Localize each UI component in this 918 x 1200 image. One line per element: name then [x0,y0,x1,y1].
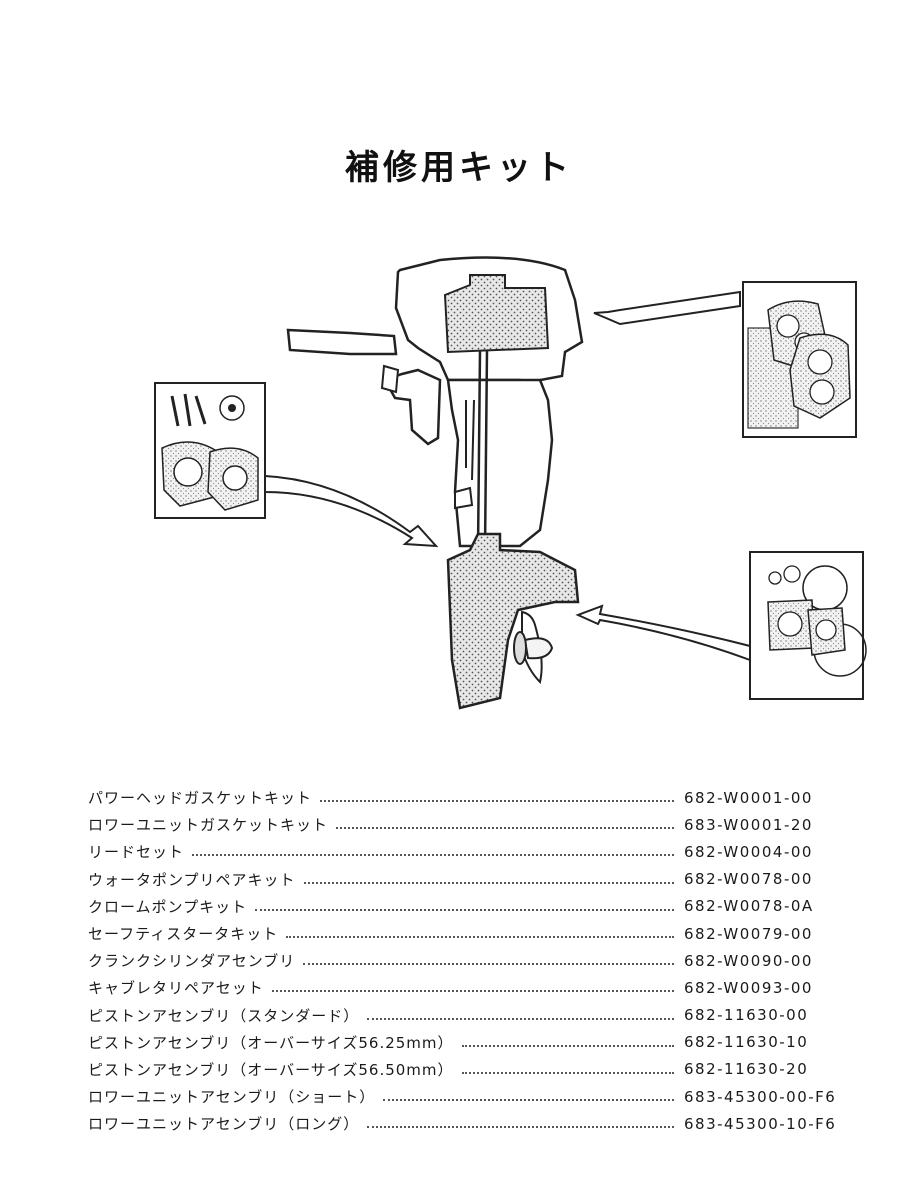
kit-name: リードセット [88,841,191,863]
outboard-motor-diagram [154,256,867,710]
kit-name: ピストンアセンブリ（オーバーサイズ56.50mm） [88,1058,460,1080]
powerhead-gasket-thumbnail [742,281,857,438]
page-title: 補修用キット [345,148,573,188]
kit-row: ピストンアセンブリ（スタンダード） 682-11630-00 [88,1002,868,1029]
kit-part-number: 682-W0078-0A [684,897,814,916]
kit-name: ロワーユニットアセンブリ（ショート） [88,1086,382,1108]
leader-dots [271,989,674,993]
kit-row: ピストンアセンブリ（オーバーサイズ56.50mm） 682-11630-20 [88,1056,868,1083]
kit-row: ロワーユニットアセンブリ（ショート） 683-45300-00-F6 [88,1083,868,1110]
leader-dots [367,1125,674,1129]
leader-dots [383,1098,674,1102]
kit-part-number: 683-W0001-20 [684,815,813,834]
kit-name: セーフティスタータキット [88,923,285,945]
kit-part-number: 682-W0093-00 [684,978,813,997]
kit-name: パワーヘッドガスケットキット [88,787,319,809]
kit-row: ピストンアセンブリ（オーバーサイズ56.25mm） 682-11630-10 [88,1029,868,1056]
kit-name: クロームポンプキット [88,895,254,917]
kit-part-number: 683-45300-00-F6 [684,1087,837,1106]
leader-dots [461,1044,674,1047]
kit-name: ロワーユニットアセンブリ（ロング） [88,1113,366,1135]
kit-part-number: 682-11630-00 [684,1006,809,1025]
leader-dots [286,935,674,939]
leader-dots [461,1071,674,1074]
kit-row: ウォータポンプリペアキット 682-W0078-00 [88,866,868,893]
lower-unit-block [446,532,580,710]
kit-name: ピストンアセンブリ（オーバーサイズ56.25mm） [88,1031,460,1053]
leader-dots [303,881,674,884]
leader-dots [367,1017,674,1020]
kit-name: ウォータポンプリペアキット [88,868,302,890]
leader-dots [192,853,674,857]
kit-part-number: 682-W0090-00 [684,951,813,970]
kit-row: クロームポンプキット 682-W0078-0A [88,893,868,920]
kit-name: ピストンアセンブリ（スタンダード） [88,1004,366,1026]
kit-row: パワーヘッドガスケットキット 682-W0001-00 [88,784,868,811]
pointer-arrows [264,290,751,662]
kit-part-number: 682-11630-20 [684,1060,809,1079]
kit-row: ロワーユニットガスケットキット 683-W0001-20 [88,811,868,838]
propeller [513,610,554,684]
leader-dots [303,962,674,966]
kit-row: セーフティスタータキット 682-W0079-00 [88,920,868,947]
kit-row: リードセット 682-W0004-00 [88,838,868,865]
kit-name: ロワーユニットガスケットキット [88,814,335,836]
leader-dots [336,826,674,830]
powerhead-block [443,274,550,354]
water-pump-kit-thumbnail [154,382,266,519]
kit-part-number: 682-11630-10 [684,1033,809,1052]
kit-name: クランクシリンダアセンブリ [88,950,302,972]
kit-part-number: 682-W0079-00 [684,924,813,943]
kit-part-number: 682-W0001-00 [684,788,813,807]
leader-dots [255,908,674,911]
kit-part-number: 682-W0078-00 [684,870,813,889]
lower-unit-gasket-thumbnail [749,551,867,700]
leader-dots [320,799,674,803]
kit-row: クランクシリンダアセンブリ 682-W0090-00 [88,947,868,974]
kit-row: キャブレタリペアセット 682-W0093-00 [88,974,868,1001]
kit-name: キャブレタリペアセット [88,977,270,999]
kit-row: ロワーユニットアセンブリ（ロング） 683-45300-10-F6 [88,1110,868,1137]
kit-part-number: 683-45300-10-F6 [684,1114,837,1133]
repair-kit-list: パワーヘッドガスケットキット 682-W0001-00 ロワーユニットガスケット… [88,784,868,1137]
kit-part-number: 682-W0004-00 [684,842,813,861]
